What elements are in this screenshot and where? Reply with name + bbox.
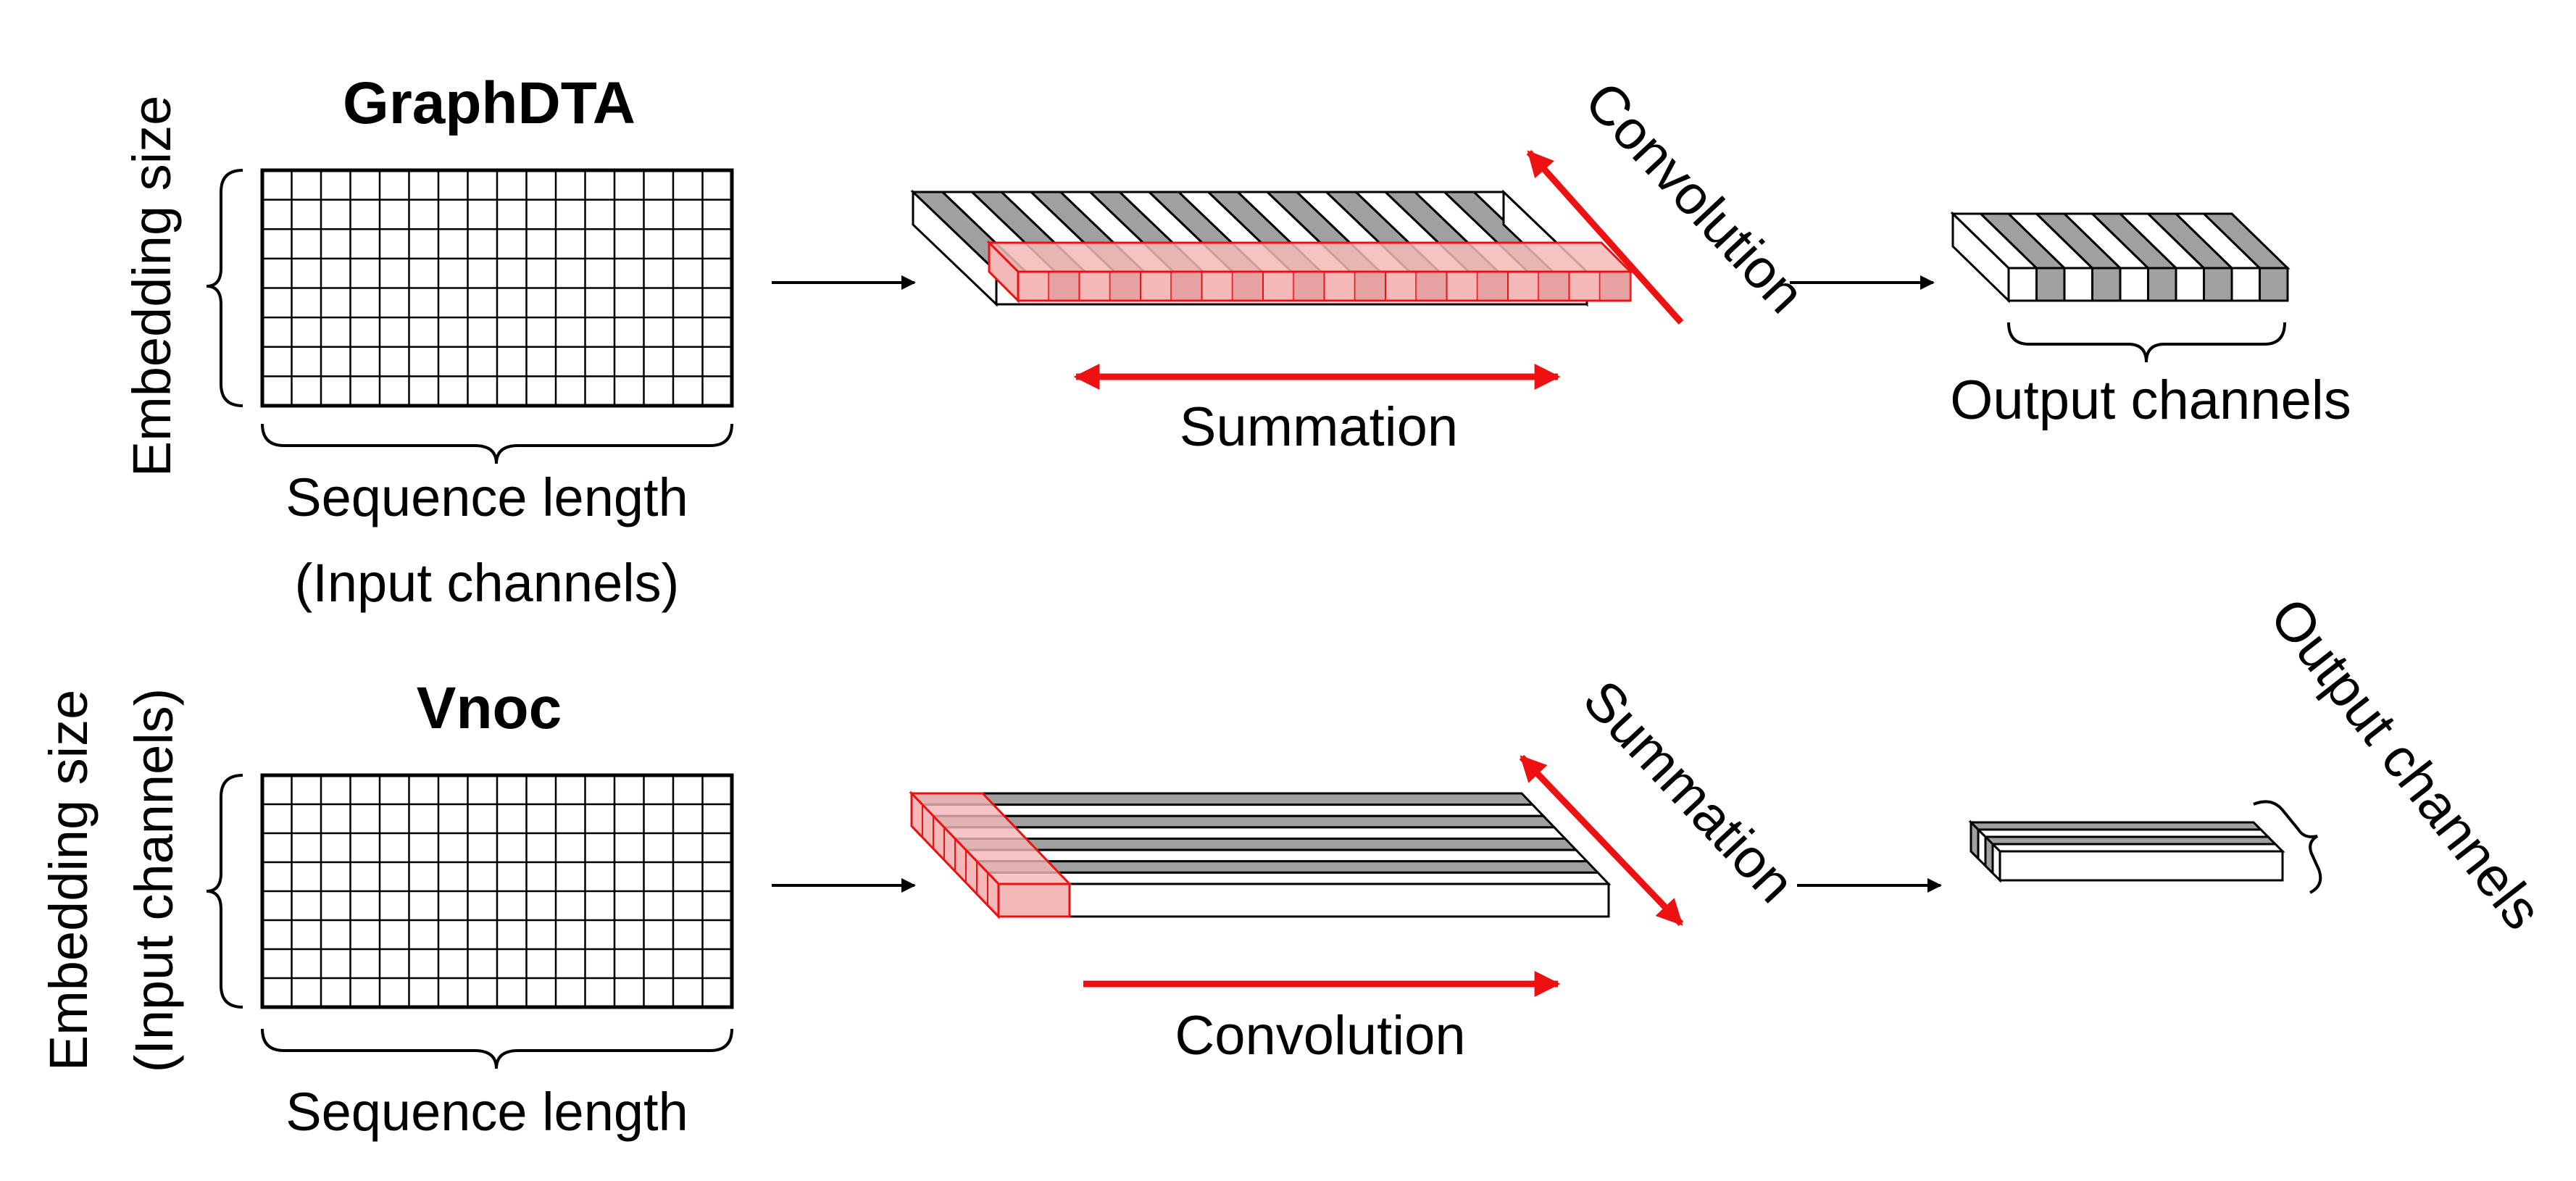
vnoc-output-brace	[2253, 800, 2322, 894]
graphdta-conv-block	[910, 189, 1633, 307]
graphdta-embedding-size-label: Embedding size	[122, 96, 182, 477]
vnoc-output-channels-label: Output channels	[2258, 587, 2554, 940]
output-front-cell	[2259, 267, 2289, 302]
vnoc-embedding-size-label: Embedding size	[38, 690, 99, 1072]
graphdta-output-block	[1950, 211, 2291, 304]
output-front-cell	[2091, 267, 2122, 302]
slab-stripe	[909, 792, 1535, 806]
graphdta-panel: GraphDTA Embedding size Sequence length …	[122, 70, 2351, 613]
vnoc-panel: Vnoc Embedding size (Input channels) Seq…	[38, 587, 2554, 1142]
output-front-cell	[2063, 267, 2093, 302]
output-side-cell	[1969, 819, 1980, 861]
vnoc-sequence-length-label: Sequence length	[285, 1082, 688, 1142]
output-side-face	[1951, 211, 2010, 304]
output-front-face	[1998, 850, 2284, 882]
graphdta-embedding-matrix	[260, 168, 734, 408]
graphdta-summation-label: Summation	[1180, 396, 1458, 458]
vnoc-output-block	[1968, 819, 2285, 883]
vnoc-input-channels-label: (Input channels)	[124, 688, 184, 1073]
kernel-cell-shade	[1232, 273, 1263, 299]
vnoc-summation-label: Summation	[1571, 669, 1806, 914]
graphdta-title: GraphDTA	[343, 70, 635, 136]
kernel-cell-shade	[1416, 273, 1447, 299]
vnoc-title: Vnoc	[417, 675, 562, 741]
output-front-cell	[2175, 267, 2205, 302]
output-front-cell	[2035, 267, 2066, 302]
output-front-cell	[2203, 267, 2233, 302]
slab-stripe	[941, 826, 1568, 840]
output-side-cell	[1984, 834, 1994, 876]
output-front-cell	[2147, 267, 2177, 302]
output-front-cell	[2230, 267, 2261, 302]
vnoc-embedding-matrix	[260, 773, 734, 1009]
slab-stripe	[974, 860, 1601, 874]
graphdta-left-brace	[206, 169, 243, 407]
vnoc-bottom-brace	[261, 1028, 733, 1069]
slab-stripe	[985, 871, 1612, 885]
kernel-top-face	[986, 241, 1633, 273]
graphdta-sequence-length-label: Sequence length	[285, 467, 688, 527]
graphdta-convolution-arrow	[1526, 150, 1684, 325]
kernel-cell-shade	[1171, 273, 1202, 299]
vnoc-summation-arrow	[1519, 754, 1684, 927]
slab-stripe	[952, 838, 1579, 851]
graphdta-input-channels-label: (Input channels)	[295, 553, 680, 613]
kernel-cell-shade	[1049, 273, 1080, 299]
vnoc-left-brace	[206, 774, 243, 1009]
slab-front-face	[997, 882, 1610, 918]
kernel-cell-shade	[1599, 273, 1630, 299]
slab-stripe	[930, 814, 1557, 829]
graphdta-bottom-brace	[261, 423, 733, 464]
graphdta-output-channels-label: Output channels	[1950, 370, 2351, 431]
kernel-cell-shade	[1354, 273, 1385, 299]
vnoc-convolution-label: Convolution	[1175, 1005, 1465, 1067]
graphdta-output-brace	[2007, 322, 2286, 363]
kernel-cell-shade	[1293, 273, 1325, 299]
output-front-cell	[2007, 267, 2038, 302]
output-front-cell	[2119, 267, 2149, 302]
kernel-front-face	[997, 882, 1071, 918]
slab-stripe	[920, 804, 1546, 817]
slab-stripe	[963, 848, 1590, 863]
kernel-cell-shade	[1109, 273, 1141, 299]
kernel-cell-shade	[1477, 273, 1508, 299]
vnoc-conv-block	[909, 790, 1612, 919]
kernel-cell-shade	[1538, 273, 1570, 299]
